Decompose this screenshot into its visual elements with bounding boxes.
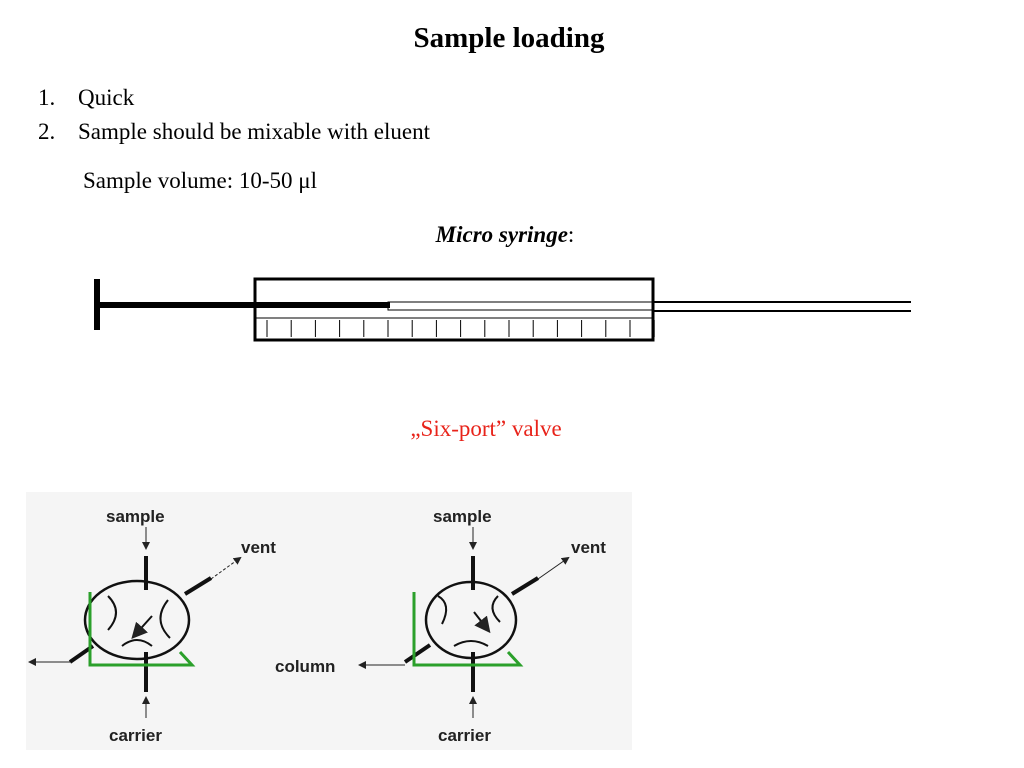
syringe-barrel bbox=[253, 277, 655, 342]
volume-text: Sample volume: 10-50 bbox=[83, 168, 299, 193]
valve-right: sample vent column carrier bbox=[275, 507, 606, 745]
list-text: Quick bbox=[78, 85, 135, 110]
volume-unit: μl bbox=[298, 168, 318, 193]
valve-diagram-panel bbox=[26, 492, 632, 750]
syringe-needle bbox=[653, 301, 911, 312]
list-item: 1. Quick bbox=[38, 84, 430, 118]
valve-right-body bbox=[403, 556, 540, 692]
sample-loop-right bbox=[412, 592, 524, 667]
label-vent: vent bbox=[241, 538, 276, 557]
requirements-list: 1. Quick 2. Sample should be mixable wit… bbox=[38, 84, 430, 152]
label-column: column bbox=[275, 657, 335, 676]
page-title: Sample loading bbox=[413, 22, 605, 54]
valve-left: sample vent carrier bbox=[28, 507, 276, 745]
label-carrier: carrier bbox=[109, 726, 162, 745]
valve-caption: „Six-port” valve bbox=[410, 416, 562, 441]
label-sample: sample bbox=[106, 507, 165, 526]
sample-volume: Sample volume: 10-50 μl bbox=[83, 168, 317, 194]
label-vent: vent bbox=[571, 538, 606, 557]
list-number: 1. bbox=[38, 85, 56, 110]
list-item: 2. Sample should be mixable with eluent bbox=[38, 118, 430, 152]
label-sample: sample bbox=[433, 507, 492, 526]
syringe-label: Micro syringe bbox=[435, 222, 568, 247]
sample-loop-left bbox=[88, 592, 196, 667]
list-text: Sample should be mixable with eluent bbox=[78, 119, 430, 144]
list-number: 2. bbox=[38, 119, 56, 144]
syringe-caption: Micro syringe: bbox=[0, 222, 1010, 248]
syringe-scale bbox=[266, 320, 655, 337]
syringe-suffix: : bbox=[567, 222, 575, 247]
label-carrier: carrier bbox=[438, 726, 491, 745]
